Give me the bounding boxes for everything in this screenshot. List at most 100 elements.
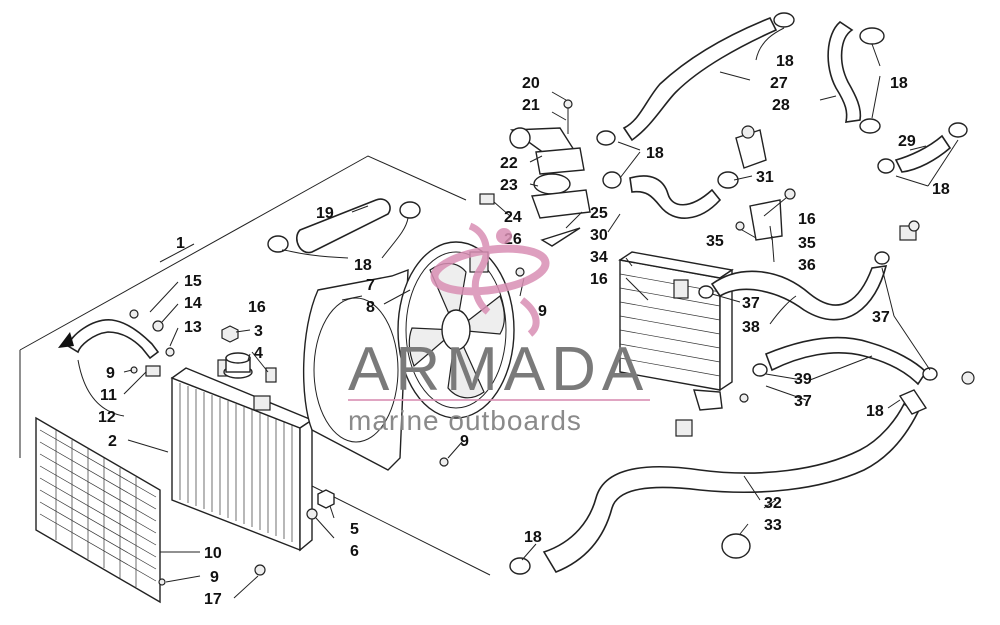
callout-11: 11: [100, 387, 117, 404]
hose-clamp: [874, 251, 890, 265]
cooling-fan: [397, 241, 525, 467]
callout-13: 13: [184, 319, 202, 336]
hose-clamp: [267, 201, 421, 253]
bushing: [152, 320, 164, 332]
radiator-screen: [35, 416, 161, 604]
o-ring: [306, 508, 318, 520]
callout-18: 18: [524, 529, 542, 546]
callout-7: 7: [366, 277, 375, 294]
callout-6: 6: [350, 543, 359, 560]
hose-clamp: [698, 285, 714, 299]
clip: [265, 367, 277, 383]
callout-14: 14: [184, 295, 202, 312]
screw: [165, 347, 175, 357]
screw: [158, 578, 166, 586]
arrow-icon: [58, 332, 74, 348]
nut: [221, 325, 239, 343]
callout-37: 37: [794, 393, 812, 410]
callout-33: 33: [764, 517, 782, 534]
callout-18: 18: [866, 403, 884, 420]
watermark-subtitle: marine outboards: [348, 405, 582, 436]
callout-37: 37: [742, 295, 760, 312]
mounting-bracket: [735, 188, 796, 241]
callout-20: 20: [522, 75, 540, 92]
callout-21: 21: [522, 97, 540, 114]
fan-shroud: [302, 268, 409, 471]
hose-clamp: [602, 171, 622, 189]
hose-clamp-large: [721, 533, 751, 559]
callout-29: 29: [898, 133, 916, 150]
callout-10: 10: [204, 545, 222, 562]
callout-8: 8: [366, 299, 375, 316]
callout-2: 2: [108, 433, 117, 450]
callout-16: 16: [590, 271, 608, 288]
hose-clamp: [948, 122, 968, 138]
callout-18: 18: [776, 53, 794, 70]
oil-cooler: [618, 251, 749, 437]
callout-36: 36: [798, 257, 816, 274]
hose-38: [710, 265, 888, 321]
callout-9: 9: [460, 433, 469, 450]
callout-18: 18: [890, 75, 908, 92]
callout-23: 23: [500, 177, 518, 194]
fitting: [898, 389, 928, 415]
callout-32: 32: [764, 495, 782, 512]
watermark-title: ARMADA: [348, 335, 649, 404]
callout-34: 34: [590, 249, 608, 266]
callout-39: 39: [794, 371, 812, 388]
callout-17: 17: [204, 591, 222, 608]
callout-22: 22: [500, 155, 518, 172]
callout-31: 31: [756, 169, 774, 186]
callout-25: 25: [590, 205, 608, 222]
hose-29: [894, 134, 952, 173]
callout-30: 30: [590, 227, 608, 244]
hose-27: [622, 16, 778, 142]
callout-35: 35: [706, 233, 724, 250]
hose-30: [629, 175, 722, 219]
callout-18: 18: [932, 181, 950, 198]
fitting: [961, 371, 975, 385]
hose-28: [827, 20, 862, 123]
hose-clamp: [509, 557, 531, 575]
thermostat-housing: [479, 99, 591, 219]
callout-9: 9: [210, 569, 219, 586]
callout-38: 38: [742, 319, 760, 336]
hose-clamp: [752, 363, 768, 377]
callout-27: 27: [770, 75, 788, 92]
hose-clamp: [877, 158, 895, 174]
hose-clamp: [717, 171, 739, 189]
callout-37: 37: [872, 309, 890, 326]
hose-39: [764, 336, 928, 386]
washer: [129, 309, 139, 319]
watermark: ARMADA marine outboards: [348, 222, 650, 436]
grommet: [254, 564, 266, 576]
hose-clamp: [859, 118, 881, 134]
fitting: [899, 220, 920, 241]
callout-35: 35: [798, 235, 816, 252]
callout-labels: 1 2 3 4 5 6 7 8 9 9 9 9 10 11 12 13 14 1…: [98, 53, 950, 608]
callout-16: 16: [248, 299, 266, 316]
hose-clamp: [773, 12, 795, 28]
drain-plug: [317, 489, 335, 509]
watermark-logo-icon: [430, 222, 550, 337]
hose-upper-left: [296, 198, 391, 254]
callout-9: 9: [538, 303, 547, 320]
callout-5: 5: [350, 521, 359, 538]
overflow-hose: [67, 319, 160, 360]
callout-15: 15: [184, 273, 202, 290]
callout-4: 4: [254, 345, 263, 362]
callout-28: 28: [772, 97, 790, 114]
callout-18: 18: [354, 257, 372, 274]
callout-18: 18: [646, 145, 664, 162]
hose-clamp: [922, 367, 938, 381]
callout-16: 16: [798, 211, 816, 228]
hose-clamp: [596, 130, 616, 146]
callout-9: 9: [106, 365, 115, 382]
temperature-sensor: [735, 125, 767, 169]
hose-clamp: [859, 27, 885, 45]
gasket: [540, 227, 581, 247]
bracket: [145, 365, 161, 377]
radiator-cap: [223, 352, 253, 379]
callout-3: 3: [254, 323, 263, 340]
